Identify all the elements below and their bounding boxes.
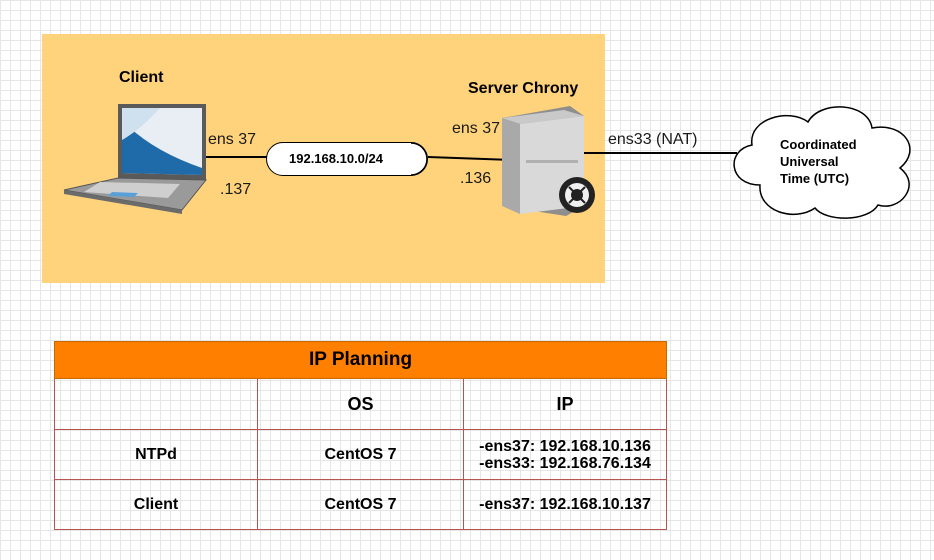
ip-entry: -ens37: 192.168.10.136 <box>479 437 651 455</box>
server-icon <box>502 106 595 216</box>
ip-entry: -ens33: 192.168.76.134 <box>479 454 651 472</box>
column-header-ip: IP <box>463 378 667 430</box>
ip-entry: -ens37: 192.168.10.137 <box>479 496 651 513</box>
server-label: Server Chrony <box>468 80 579 97</box>
cloud-line: Universal <box>780 154 839 169</box>
ip-cell: -ens37: 192.168.10.137 <box>463 479 667 530</box>
table-row: NTPd CentOS 7 -ens37: 192.168.10.136 -en… <box>54 429 667 480</box>
subnet-label: 192.168.10.0/24 <box>289 151 383 166</box>
utc-cloud-shape <box>733 106 911 219</box>
table-row: Client CentOS 7 -ens37: 192.168.10.137 <box>54 479 667 530</box>
ip-planning-table: IP Planning OS IP NTPd CentOS 7 -ens37: … <box>54 341 667 530</box>
subnet-bubble <box>266 142 428 176</box>
host-name-cell: Client <box>54 479 258 530</box>
os-cell: CentOS 7 <box>257 479 464 530</box>
client-interface-label: ens 37 <box>208 131 257 148</box>
column-header-name <box>54 378 258 430</box>
os-cell: CentOS 7 <box>257 429 464 480</box>
client-label: Client <box>119 69 164 86</box>
host-name-cell: NTPd <box>54 429 258 480</box>
link-subnet-server <box>427 156 513 161</box>
cloud-line: Time (UTC) <box>780 171 850 186</box>
cloud-line: Coordinated <box>780 137 857 152</box>
ip-cell: -ens37: 192.168.10.136 -ens33: 192.168.7… <box>463 429 667 480</box>
laptop-icon <box>63 104 208 214</box>
table-header-row: OS IP <box>54 378 667 430</box>
server-interface-label: ens 37 <box>452 120 501 137</box>
utc-cloud-label: Coordinated Universal Time (UTC) <box>760 136 870 187</box>
nat-interface-label: ens33 (NAT) <box>608 131 698 148</box>
table-title: IP Planning <box>54 341 667 379</box>
client-ip-label: .137 <box>220 181 252 198</box>
subnet-bubble-end <box>410 142 428 176</box>
column-header-os: OS <box>257 378 464 430</box>
server-ip-label: .136 <box>460 170 492 187</box>
